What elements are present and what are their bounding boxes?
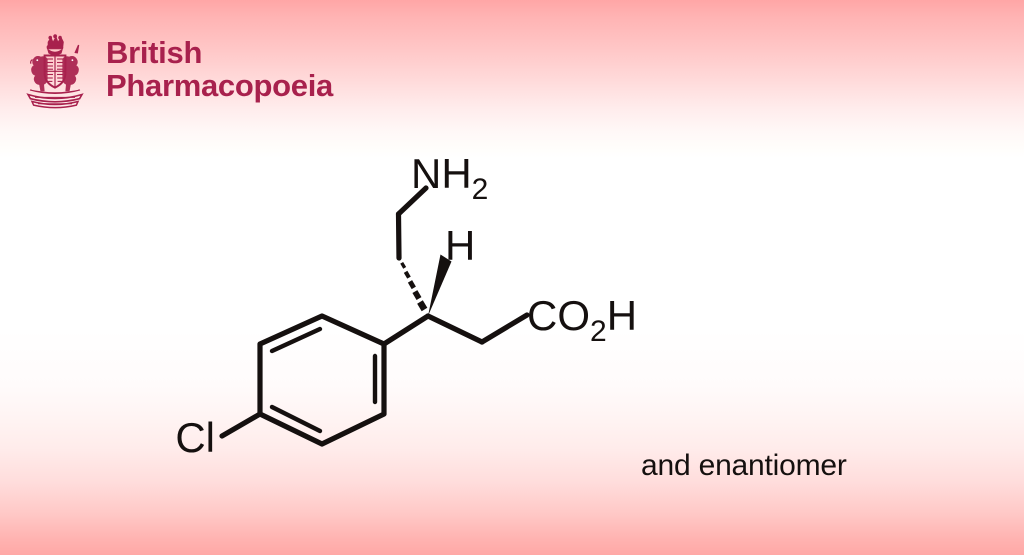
- amine-label: NH2: [411, 150, 488, 206]
- chlorine-label: Cl: [175, 414, 215, 461]
- hashed-stereo-bond-to-aminomethyl: [400, 261, 428, 312]
- carbon-chlorine-bond: [219, 411, 263, 439]
- benzene-ring: [257, 313, 387, 447]
- aminomethyl-chain-bonds: [395, 185, 429, 261]
- ch2-to-carboxyl-bond: [479, 312, 530, 345]
- logo-title-line-2: Pharmacopoeia: [106, 68, 333, 104]
- stereocenter-to-ch2-bond: [425, 313, 485, 345]
- logo-wordmark: British Pharmacopoeia: [106, 33, 333, 103]
- royal-coat-of-arms-icon: [26, 34, 84, 109]
- logo-title-line-1: British: [106, 35, 203, 70]
- british-pharmacopoeia-logo: British Pharmacopoeia: [18, 33, 333, 109]
- baclofen-structure-diagram: NH2 H CO2H Cl and enantiomer: [0, 150, 1024, 510]
- and-enantiomer-note: and enantiomer: [641, 449, 847, 482]
- structure-svg: NH2 H CO2H Cl: [175, 150, 637, 461]
- carboxyl-label: CO2H: [527, 292, 637, 348]
- wedge-stereo-bond-to-hydrogen: [428, 254, 452, 316]
- aromatic-inner-bonds: [269, 326, 378, 434]
- hydrogen-label: H: [445, 222, 475, 269]
- ring-to-stereocenter-bond: [381, 313, 431, 347]
